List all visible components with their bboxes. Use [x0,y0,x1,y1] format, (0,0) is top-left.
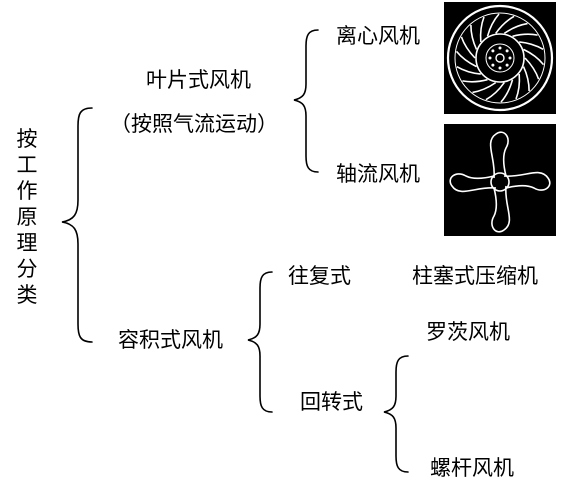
positive-brace [247,271,273,413]
impeller-blade [460,36,476,59]
impeller-blade [485,82,505,101]
vane-fan-label: 叶片式风机 [146,68,251,92]
axial-propeller-icon [449,131,551,233]
vane-fan-note: （按照气流运动） [110,112,278,136]
impeller-blade [456,66,481,75]
centrifugal-impeller-icon [446,4,554,112]
impeller-blade [479,16,485,42]
impeller-blade [515,74,521,100]
centrifugal-fan-label: 离心风机 [336,24,420,48]
axial-fan-label: 轴流风机 [336,162,420,186]
impeller-blade [512,33,538,38]
impeller-blade [470,24,478,50]
hub-bolt-hole [491,63,495,67]
plunger-compressor-label: 柱塞式压缩机 [412,264,538,288]
rotary-brace [383,355,409,473]
hub-bolt-hole [505,63,509,67]
screw-blower-label: 螺杆风机 [430,456,514,480]
impeller-blade [503,22,528,35]
impeller-blade [472,81,497,94]
root-brace [61,107,93,343]
hub-bolt-hole [488,56,492,60]
centrifugal-impeller-image [444,2,556,114]
reciprocating-label: 往复式 [288,264,351,288]
impeller-blade [455,50,477,68]
root-label: 按工作原理分类 [16,127,38,307]
impeller-blade [519,41,544,50]
impeller-blade [524,57,540,80]
vane-brace [293,29,319,173]
impeller-blade [462,78,488,83]
axial-propeller-image [444,124,556,236]
hub-bolt-hole [498,66,502,70]
impeller-blade [486,13,500,37]
impeller-blade [523,48,545,66]
hub-bolt-hole [508,56,512,60]
impeller-blade [495,15,515,34]
hub-bolt-hole [491,49,495,53]
impeller-blade [522,66,530,92]
rotary-label: 回转式 [300,390,363,414]
hub-bolt-hole [498,46,502,50]
hub-bolt-hole [505,49,509,53]
positive-fan-label: 容积式风机 [118,328,223,352]
roots-blower-label: 罗茨风机 [426,320,510,344]
impeller-blade [500,79,514,103]
